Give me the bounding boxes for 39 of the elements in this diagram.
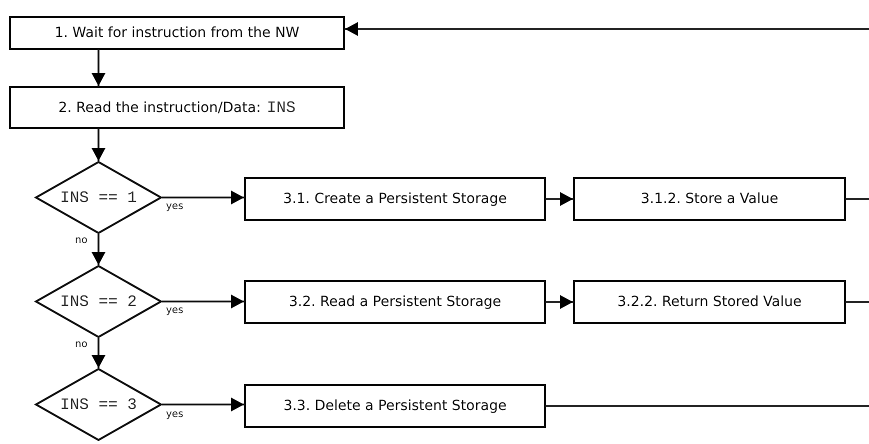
arrow (92, 338, 106, 368)
step-text: 3.2. Read a Persistent Storage (288, 294, 502, 310)
decision-diamond (35, 161, 162, 234)
step-text: 3.1.2. Store a Value (640, 191, 778, 207)
variable-name: INS (266, 98, 296, 116)
arrow (162, 190, 244, 204)
arrow (546, 192, 573, 206)
edge-label: yes (166, 201, 184, 212)
process-box (244, 177, 546, 221)
edge-label: no (75, 235, 88, 246)
connector-line (846, 301, 869, 303)
arrow (92, 50, 106, 86)
step-text: 2. Read the instruction/Data: (58, 100, 261, 116)
edge-label: yes (166, 305, 184, 316)
decision-diamond (35, 265, 162, 338)
edge-label: no (75, 339, 88, 350)
process-box (9, 86, 345, 129)
condition-text: INS == 1 (60, 188, 137, 206)
arrow (162, 294, 244, 308)
condition-text: INS == 3 (60, 396, 137, 414)
decision-diamond (35, 368, 162, 441)
step-text: 3.1. Create a Persistent Storage (283, 191, 507, 207)
arrow (92, 234, 106, 265)
process-box (9, 16, 345, 50)
step-text: 1. Wait for instruction from the NW (54, 25, 300, 41)
connector-line (846, 198, 869, 200)
process-box (244, 280, 546, 324)
process-box (573, 177, 846, 221)
edge-label: yes (166, 409, 184, 420)
arrow (546, 295, 573, 309)
condition-text: INS == 2 (60, 292, 137, 310)
process-box (573, 280, 846, 324)
step-text: 3.2.2. Return Stored Value (617, 294, 802, 310)
arrow (162, 398, 244, 412)
connector-line (546, 405, 869, 407)
arrow (345, 22, 869, 36)
step-text: 3.3. Delete a Persistent Storage (283, 398, 507, 414)
process-box (244, 384, 546, 428)
arrow (92, 129, 106, 161)
